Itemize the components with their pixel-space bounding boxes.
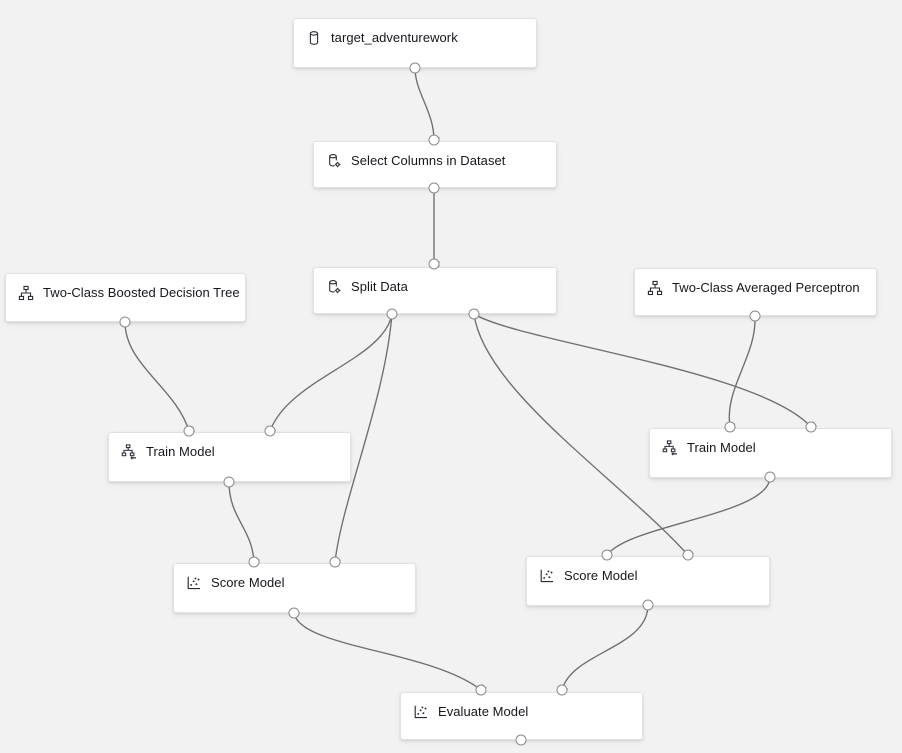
node-train-model-right[interactable]: Train Model <box>646 428 892 478</box>
train-model-icon <box>121 444 137 460</box>
output-port-dataset-0[interactable] <box>409 62 421 74</box>
output-port-score-model-right-0[interactable] <box>642 599 654 611</box>
node-label: target_adventurework <box>331 30 458 45</box>
dataset-settings-icon <box>326 279 342 295</box>
database-icon <box>306 30 322 46</box>
node-label: Two-Class Boosted Decision Tree <box>43 285 240 300</box>
node-label: Select Columns in Dataset <box>351 153 506 168</box>
node-score-model-right[interactable]: Score Model <box>523 556 770 606</box>
input-port-evaluate-model-1[interactable] <box>556 684 568 696</box>
node-label: Train Model <box>146 444 215 459</box>
node-boosted-decision-tree[interactable]: Two-Class Boosted Decision Tree <box>2 273 246 322</box>
node-label: Two-Class Averaged Perceptron <box>672 280 860 295</box>
input-port-train-model-left-0[interactable] <box>183 425 195 437</box>
output-port-boosted-decision-tree-0[interactable] <box>119 316 131 328</box>
output-port-select-columns-0[interactable] <box>428 182 440 194</box>
node-label: Split Data <box>351 279 408 294</box>
score-model-icon <box>186 575 202 591</box>
input-port-score-model-left-0[interactable] <box>248 556 260 568</box>
input-port-train-model-right-1[interactable] <box>805 421 817 433</box>
score-model-icon <box>413 704 429 720</box>
input-port-evaluate-model-0[interactable] <box>475 684 487 696</box>
input-port-score-model-right-1[interactable] <box>682 549 694 561</box>
input-port-split-data-0[interactable] <box>428 258 440 270</box>
output-port-train-model-left-0[interactable] <box>223 476 235 488</box>
output-port-score-model-left-0[interactable] <box>288 607 300 619</box>
node-label: Evaluate Model <box>438 704 529 719</box>
input-port-train-model-right-0[interactable] <box>724 421 736 433</box>
node-evaluate-model[interactable]: Evaluate Model <box>397 692 643 740</box>
node-score-model-left[interactable]: Score Model <box>170 563 416 613</box>
node-dataset[interactable]: target_adventurework <box>290 18 537 68</box>
node-select-columns[interactable]: Select Columns in Dataset <box>310 141 557 188</box>
input-port-train-model-left-1[interactable] <box>264 425 276 437</box>
node-label: Train Model <box>687 440 756 455</box>
node-averaged-perceptron[interactable]: Two-Class Averaged Perceptron <box>631 268 877 316</box>
node-train-model-left[interactable]: Train Model <box>105 432 351 482</box>
node-label: Score Model <box>211 575 285 590</box>
output-port-split-data-0[interactable] <box>386 308 398 320</box>
output-port-averaged-perceptron-0[interactable] <box>749 310 761 322</box>
node-label: Score Model <box>564 568 638 583</box>
input-port-select-columns-0[interactable] <box>428 134 440 146</box>
hierarchy-icon <box>18 285 34 301</box>
hierarchy-icon <box>647 280 663 296</box>
node-split-data[interactable]: Split Data <box>310 267 557 314</box>
output-port-split-data-1[interactable] <box>468 308 480 320</box>
output-port-train-model-right-0[interactable] <box>764 471 776 483</box>
dataset-settings-icon <box>326 153 342 169</box>
train-model-icon <box>662 440 678 456</box>
input-port-score-model-left-1[interactable] <box>329 556 341 568</box>
input-port-score-model-right-0[interactable] <box>601 549 613 561</box>
score-model-icon <box>539 568 555 584</box>
output-port-evaluate-model-0[interactable] <box>515 734 527 746</box>
